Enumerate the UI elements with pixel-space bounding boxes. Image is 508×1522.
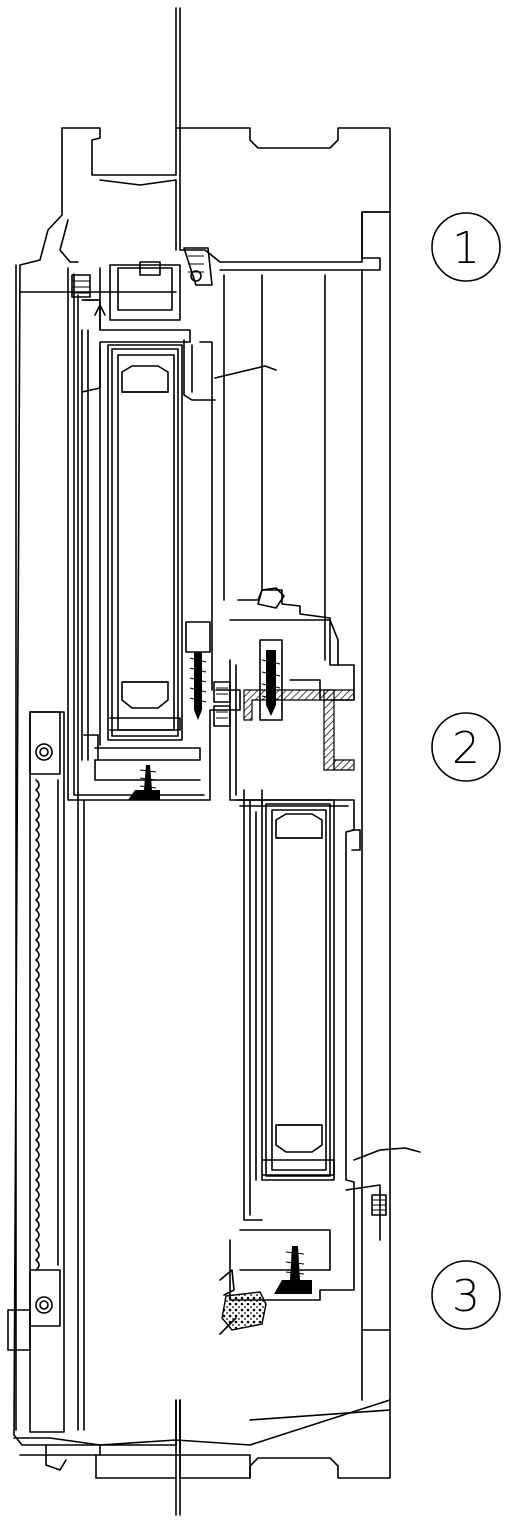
outer-frame-right bbox=[223, 269, 363, 1401]
top-fittings bbox=[71, 247, 213, 331]
screw-icon bbox=[128, 621, 211, 800]
middle-transom bbox=[213, 587, 355, 801]
callout-1: 1 bbox=[431, 212, 501, 282]
callout-3: 3 bbox=[431, 1260, 501, 1330]
callout-2-label: 2 bbox=[452, 723, 480, 774]
callout-3-label: 3 bbox=[452, 1271, 480, 1322]
outer-frame bbox=[13, 127, 391, 1479]
callout-2: 2 bbox=[431, 712, 501, 782]
lower-sash bbox=[229, 789, 421, 1301]
lower-glazing-unit bbox=[261, 799, 335, 1181]
roller-shutter-guide bbox=[7, 294, 85, 1433]
seal-icon bbox=[219, 1246, 312, 1335]
upper-glazing-unit bbox=[107, 344, 183, 741]
bottom-sill bbox=[99, 1329, 391, 1456]
callout-1-label: 1 bbox=[452, 223, 480, 274]
upper-sash bbox=[67, 264, 277, 801]
